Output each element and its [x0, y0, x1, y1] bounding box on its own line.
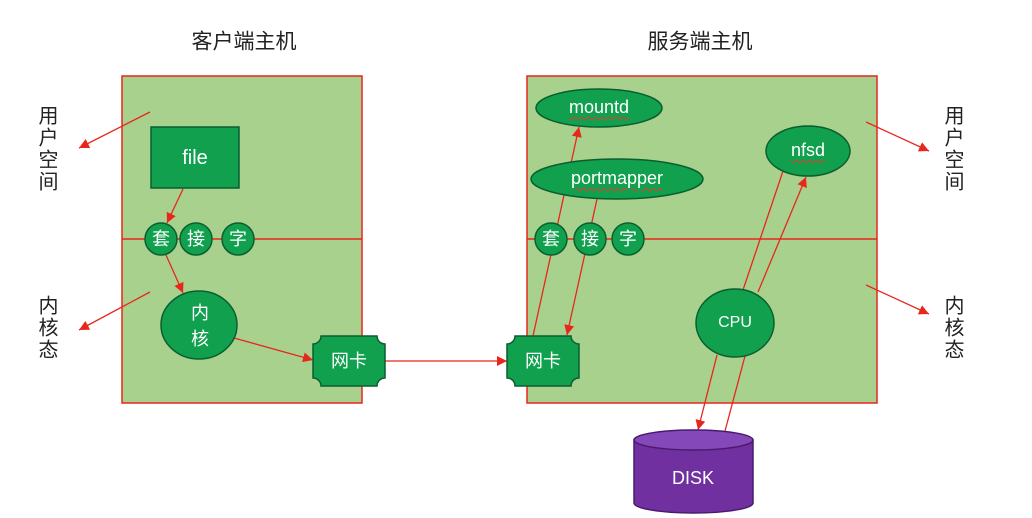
arrow-socket-to-kernel	[165, 254, 184, 294]
server-socket-label-2: 接	[581, 229, 599, 249]
disk-body	[633, 439, 754, 514]
file-node	[150, 126, 240, 189]
disk-top	[633, 429, 754, 451]
client-socket-circle-2	[179, 222, 213, 256]
client-kernel-label: 内核	[189, 303, 209, 355]
cpu-label: CPU	[718, 314, 752, 331]
right-kernel-mode-label: 内核态	[941, 295, 963, 361]
client-socket-label-3: 字	[229, 229, 247, 249]
server-nic-label: 网卡	[525, 351, 561, 371]
client-nic-node	[312, 335, 386, 387]
client-socket-circle-1	[144, 222, 178, 256]
server-socket-circle-1	[534, 222, 568, 256]
arrow-to-left-kernel-mode-label	[78, 291, 151, 331]
client-socket-circle-3	[221, 222, 255, 256]
nfsd-node	[765, 125, 851, 177]
server-nic-node	[506, 335, 580, 387]
line-disk-to-cpu	[724, 355, 746, 432]
line-nfsd-to-cpu	[742, 170, 784, 291]
mountd-node	[535, 88, 663, 128]
arrow-to-right-user-space-label	[865, 121, 930, 152]
client-host-title: 客户端主机	[191, 30, 297, 54]
right-user-space-label: 用户空间	[941, 105, 963, 193]
left-user-space-label: 用户空间	[35, 105, 57, 193]
disk-label: DISK	[671, 468, 715, 488]
nfsd-label: nfsd	[790, 140, 826, 160]
arrow-to-right-kernel-mode-label	[865, 284, 930, 315]
mountd-label: mountd	[568, 97, 630, 117]
cpu-node	[695, 288, 775, 358]
arrow-portmapper-to-server-nic	[564, 198, 598, 336]
server-socket-label-1: 套	[542, 229, 560, 249]
arrow-cpu-to-disk	[695, 354, 718, 431]
portmapper-node	[530, 158, 704, 200]
server-socket-circle-2	[573, 222, 607, 256]
server-host-title: 服务端主机	[647, 30, 753, 54]
portmapper-label: portmapper	[570, 168, 664, 188]
left-kernel-mode-label: 内核态	[35, 295, 57, 361]
server-socket-circle-3	[611, 222, 645, 256]
arrow-cpu-to-nfsd	[757, 176, 807, 293]
server-socket-label-3: 字	[619, 229, 637, 249]
arrow-kernel-to-client-nic	[233, 337, 314, 363]
file-label: file	[182, 147, 208, 169]
arrow-to-left-user-space-label	[78, 111, 151, 149]
client-nic-label: 网卡	[331, 351, 367, 371]
arrow-file-to-socket	[166, 188, 184, 224]
disk-cylinder-icon	[633, 429, 754, 514]
client-kernel-node	[160, 290, 238, 360]
client-socket-label-2: 接	[187, 229, 205, 249]
client-socket-label-1: 套	[152, 229, 170, 249]
